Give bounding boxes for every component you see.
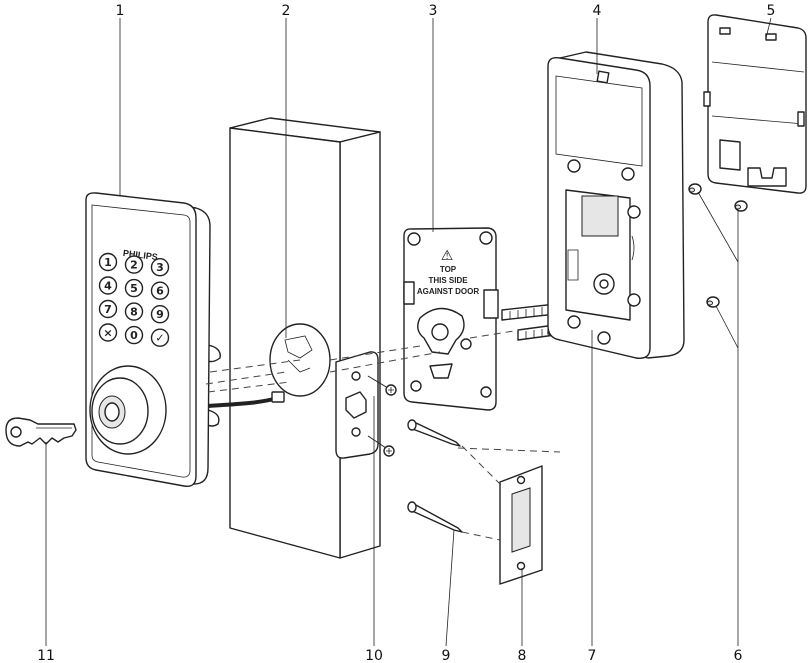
callout-4: 4 <box>593 3 602 19</box>
strike-screws <box>407 419 463 533</box>
mounting-plate: ⚠ TOP THIS SIDE AGAINST DOOR <box>403 227 499 411</box>
keypad-key-5: 5 <box>124 278 144 298</box>
interior-housing <box>547 51 685 359</box>
door-slab <box>229 117 381 559</box>
keypad-key-label: 6 <box>156 285 164 298</box>
housing-screws <box>688 183 748 308</box>
keypad-buttons: 1 2 3 4 5 6 7 8 9 × 0 ✓ <box>98 252 170 347</box>
keypad-key-label: 9 <box>156 308 164 321</box>
keypad-key-3: 3 <box>150 258 170 277</box>
keypad-key-label: 4 <box>104 280 112 293</box>
keypad-key-7: 7 <box>98 299 118 319</box>
keypad-key-label: 2 <box>130 259 138 272</box>
callout-1: 1 <box>116 3 125 19</box>
keypad-key-label: ✓ <box>155 332 164 345</box>
plate-text-against-door: AGAINST DOOR <box>417 287 479 296</box>
keypad-key-label: 3 <box>156 261 164 274</box>
warning-symbol: ⚠ <box>441 248 454 264</box>
plate-text-this-side: THIS SIDE <box>428 276 468 285</box>
callout-numbers: 1 2 3 4 5 6 7 8 9 10 11 <box>37 3 775 663</box>
latch-faceplate <box>335 351 379 459</box>
latch-screws <box>367 375 397 457</box>
keypad-key-label: 5 <box>130 282 138 295</box>
callout-8: 8 <box>518 648 527 663</box>
strike-plate <box>499 465 543 585</box>
callout-9: 9 <box>442 648 451 663</box>
keypad-key-label: 8 <box>130 306 138 319</box>
battery-cover <box>703 14 807 194</box>
keypad-key-0: 0 <box>124 325 144 345</box>
keypad-key-1: 1 <box>98 252 118 272</box>
plate-text-top: TOP <box>440 265 457 274</box>
keypad-key-label: × <box>103 327 112 340</box>
keypad-key-label: 0 <box>130 329 138 342</box>
leader-lines <box>45 17 772 647</box>
keypad-key-4: 4 <box>98 276 118 295</box>
callout-6: 6 <box>734 648 743 663</box>
keypad-key-cancel: × <box>98 323 118 342</box>
callout-2: 2 <box>282 3 291 19</box>
keypad-key-confirm: ✓ <box>150 328 170 347</box>
key <box>5 417 77 447</box>
assembly-guides <box>205 329 561 541</box>
keypad-key-9: 9 <box>150 305 170 324</box>
keypad-key-6: 6 <box>150 281 170 300</box>
keypad-key-2: 2 <box>124 255 144 274</box>
keypad-key-8: 8 <box>124 302 144 321</box>
callout-3: 3 <box>429 3 438 19</box>
keypad-key-label: 1 <box>104 256 112 269</box>
callout-10: 10 <box>365 648 383 663</box>
callout-7: 7 <box>588 648 597 663</box>
keypad-key-label: 7 <box>104 303 112 316</box>
callout-5: 5 <box>767 3 776 19</box>
callout-11: 11 <box>37 648 55 663</box>
